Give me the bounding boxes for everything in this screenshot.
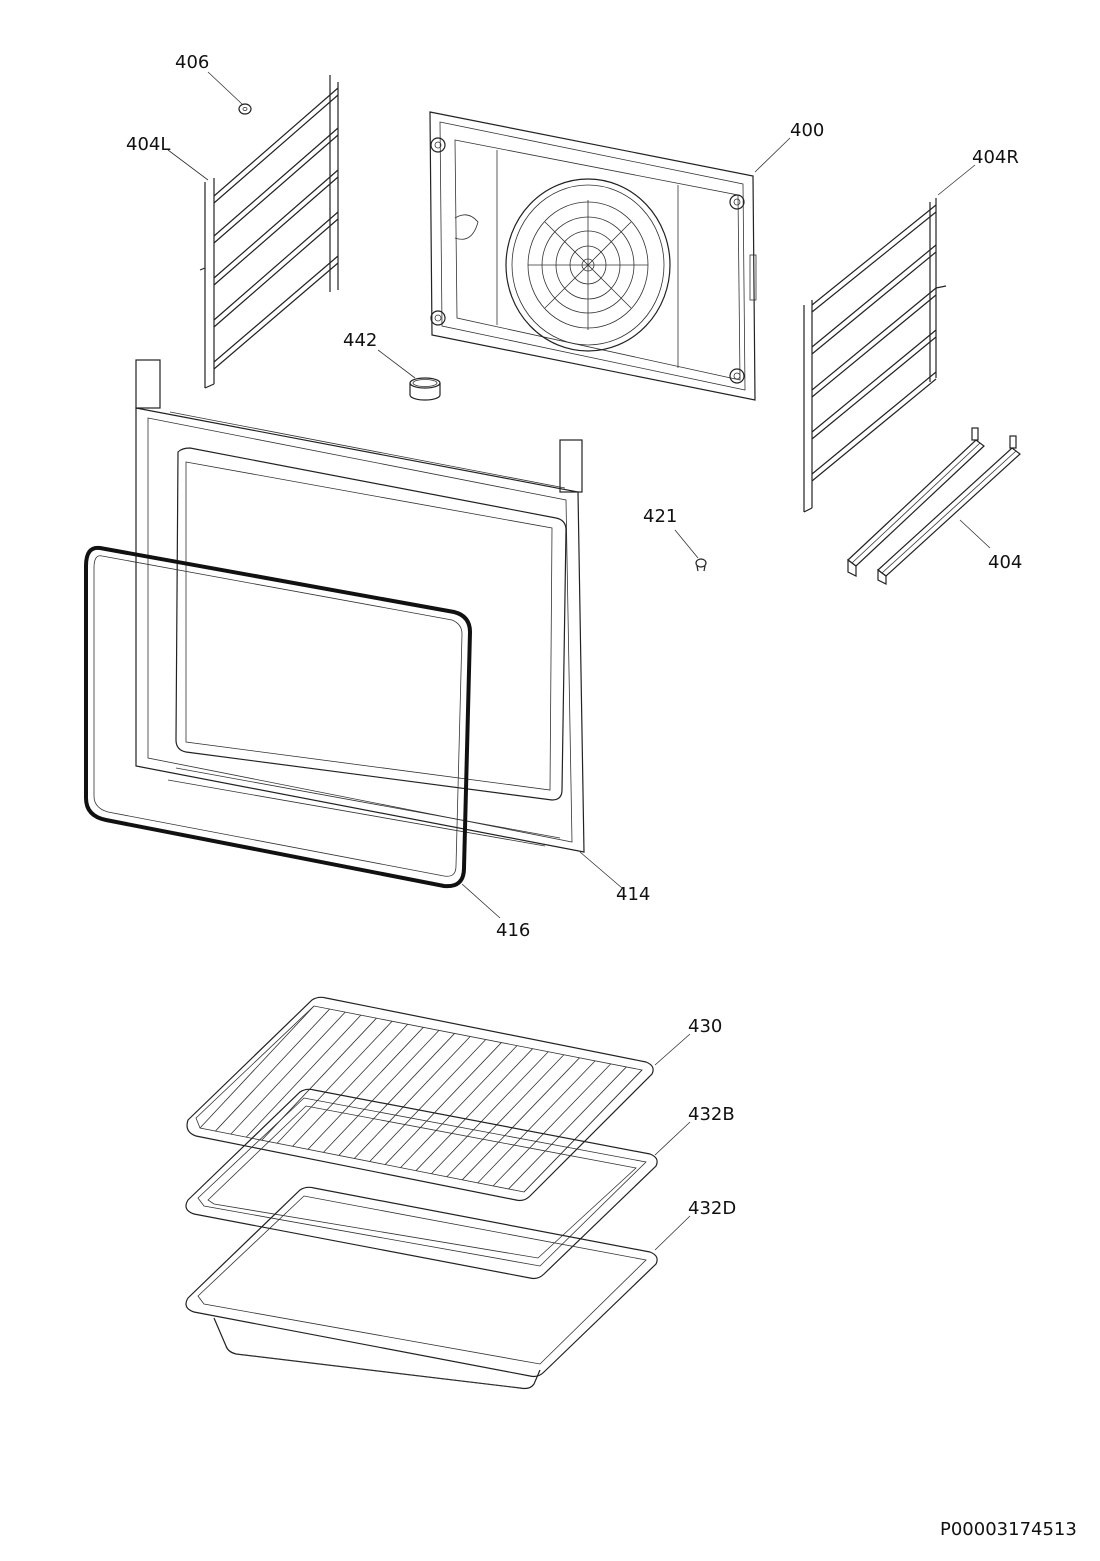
part-421-screw — [695, 558, 707, 572]
wire-shelf-rod — [323, 1030, 440, 1153]
wire-shelf-rod — [431, 1051, 549, 1174]
wire-shelf-rod — [215, 1008, 330, 1132]
wire-shelf-rod — [492, 1063, 612, 1187]
leader-432B — [654, 1121, 691, 1156]
document-number: P00003174513 — [940, 1519, 1077, 1540]
label-432B: 432B — [688, 1104, 735, 1125]
wire-shelf-rod — [415, 1048, 533, 1171]
wire-shelf-rod — [400, 1045, 518, 1168]
part-404R-right-rack — [803, 198, 947, 513]
label-432D: 432D — [688, 1198, 736, 1219]
leader-414 — [579, 851, 623, 889]
label-421: 421 — [643, 506, 677, 527]
label-404R: 404R — [972, 147, 1019, 168]
label-404L: 404L — [126, 134, 170, 155]
part-442-filter — [409, 377, 441, 401]
wire-shelf-rod — [523, 1069, 643, 1193]
part-432B-baking-tray — [185, 1088, 658, 1280]
leader-400 — [754, 137, 791, 173]
wire-shelf-rod — [353, 1036, 471, 1159]
wire-shelf-rod — [338, 1033, 455, 1156]
wire-shelf-rod — [384, 1042, 502, 1165]
leader-404 — [959, 519, 991, 549]
part-416-door-seal — [84, 545, 473, 889]
part-414-front-frame — [135, 359, 585, 853]
wire-shelf-rod — [230, 1011, 346, 1135]
label-406: 406 — [175, 52, 209, 73]
part-406-washer — [238, 103, 252, 115]
label-416: 416 — [496, 920, 530, 941]
leader-442 — [377, 349, 416, 379]
leader-416 — [461, 883, 501, 919]
wire-shelf-rod — [477, 1060, 596, 1184]
wire-shelf-rod — [461, 1057, 580, 1181]
leader-406 — [207, 71, 243, 105]
wire-shelf-rod — [199, 1005, 315, 1129]
leader-421 — [674, 529, 699, 559]
label-430: 430 — [688, 1016, 722, 1037]
wire-shelf-rod — [292, 1024, 409, 1147]
part-430-wire-shelf — [186, 996, 654, 1202]
wire-shelf-rod — [508, 1066, 627, 1190]
part-432D-deep-tray — [185, 1186, 658, 1390]
wire-shelf-rod — [245, 1014, 362, 1138]
label-404: 404 — [988, 552, 1022, 573]
leader-404L — [167, 149, 209, 181]
leader-432D — [654, 1215, 691, 1251]
wire-shelf-rod — [369, 1039, 487, 1162]
label-414: 414 — [616, 884, 650, 905]
part-404L-left-rack — [199, 75, 339, 389]
wire-shelf-rod — [276, 1020, 393, 1144]
wire-shelf-rod — [446, 1054, 565, 1178]
label-442: 442 — [343, 330, 377, 351]
wire-shelf-rod — [307, 1027, 424, 1150]
leader-430 — [654, 1033, 691, 1066]
leader-404R — [937, 164, 976, 196]
part-404-telescopic-runners — [847, 427, 1021, 585]
label-400: 400 — [790, 120, 824, 141]
part-400-back-panel — [429, 111, 757, 401]
